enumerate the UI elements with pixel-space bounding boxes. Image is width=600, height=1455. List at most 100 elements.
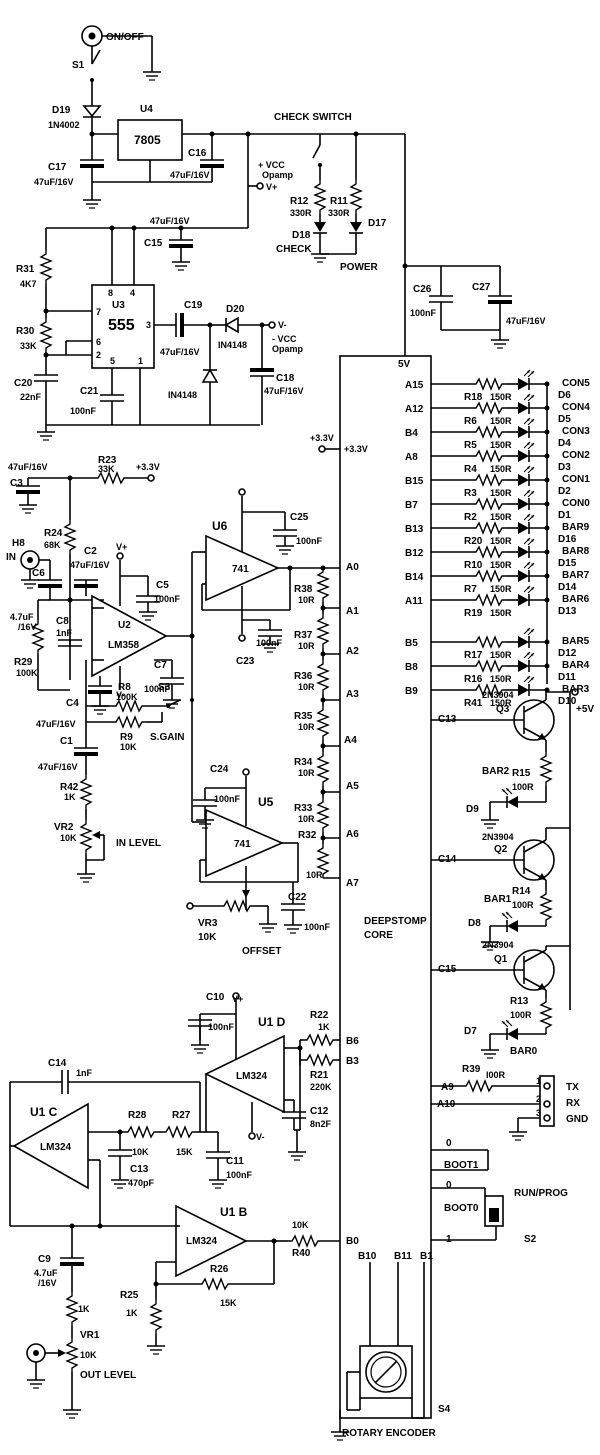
core-title-2: CORE [364,930,393,941]
led-diode-label: D15 [558,558,577,569]
s3-label: S3 [158,682,171,693]
led-resistor-value: 150R [490,698,512,708]
c27-value: 47uF/16V [506,316,546,326]
c19-label: C19 [184,300,203,311]
r30-value: 33K [20,341,37,351]
r33-label: R33 [294,803,313,814]
led-connector-label: CON1 [562,474,590,485]
c15-value: 47uF/16V [150,216,190,226]
d19-part: 1N4002 [48,120,80,130]
c13-label: C13 [130,1164,149,1175]
c21-value: 100nF [70,406,97,416]
gnd-label: GND [566,1114,588,1125]
c11-label: C11 [226,1156,244,1167]
c11-value: 100nF [226,1170,253,1180]
led-resistor-label: R10 [464,560,483,571]
led-resistor-value: 150R [490,464,512,474]
r35-value: 10R [298,722,315,732]
led-resistor-label: R17 [464,650,483,661]
led-pin-label: A15 [405,380,424,391]
pin-a1: A1 [346,606,359,617]
s2-label: S2 [524,1234,537,1245]
led-connector-label: CON0 [562,498,590,509]
led-resistor-value: 150R [490,512,512,522]
pin-a10: A10 [437,1099,456,1110]
c20-value: 22nF [20,392,42,402]
r14-value: 100R [512,900,534,910]
pin-3: 3 [146,320,151,330]
c18-value: 47uF/16V [264,386,304,396]
c9-value: 4.7uF [34,1268,58,1278]
led-resistor-value: 150R [490,536,512,546]
sgain-label: S.GAIN [150,732,184,743]
serial-boot-section [431,1075,555,1241]
d20-label: D20 [226,304,245,315]
pin-7: 7 [96,307,101,317]
led-resistor-value: 150R [490,674,512,684]
r33-value: 10R [298,814,315,824]
u2-label: U2 [118,620,131,631]
led-resistor-value: 150R [490,584,512,594]
led-diode-label: D6 [558,390,571,401]
r28-value: 10K [132,1147,149,1157]
led-resistor-label: R16 [464,674,483,685]
led-pin-label: B13 [405,524,424,535]
r35-label: R35 [294,711,313,722]
pin-b1: B1 [420,1251,433,1262]
c6-value: 4.7uF [10,612,34,622]
pin-b0: B0 [346,1236,359,1247]
vcc-minus-opamp: Opamp [272,344,304,354]
c16-value: 47uF/16V [170,170,210,180]
output-section [26,1204,340,1419]
led-diode-label: D10 [558,696,577,707]
pin-a9: A9 [441,1082,454,1093]
c14-pin-label: C14 [438,854,457,865]
c19-value: 47uF/16V [160,347,200,357]
deepstomp-core-board [339,355,432,1419]
q2-label: Q2 [494,844,508,855]
d9-label: D9 [466,804,479,815]
pin-1: 1 [138,356,143,366]
u1c-part: LM324 [40,1142,72,1153]
header-pin-1: 1 [536,1076,541,1086]
r23-label: R23 [98,455,117,466]
led-resistor-label: R41 [464,698,483,709]
r8-label: R8 [118,682,131,693]
pin-b10: B10 [358,1251,377,1262]
u3-label: U3 [112,300,125,311]
c17-value: 47uF/16V [34,177,74,187]
r42-label: R42 [60,782,79,793]
led-diode-label: D12 [558,648,577,659]
c4-label: C4 [66,698,79,709]
v33-core-inner: +3.3V [344,444,368,454]
boot1-zero: 0 [446,1138,452,1149]
led-connector-label: BAR9 [562,522,590,533]
opamp-u1d [204,1034,285,1114]
s1-label: S1 [72,60,85,71]
labels: S1 ON/OFF D19 1N4002 U4 7805 C17 47uF/16… [6,32,594,1439]
led-resistor-value: 150R [490,488,512,498]
led-connector-label: CON5 [562,378,590,389]
c12-value: 8n2F [310,1119,332,1129]
boot0-zero: 0 [446,1180,452,1191]
bar2-label: BAR2 [482,766,510,777]
vplus-label: V+ [266,182,277,192]
r23-value: 33K [98,464,115,474]
c1-value: 47uF/16V [38,762,78,772]
power-label: POWER [340,262,379,273]
r26-value: 15K [220,1298,237,1308]
c1-label: C1 [60,736,73,747]
opamp-u2 [91,594,168,678]
vr2-value: 10K [60,833,77,843]
bar-driver-section [431,384,579,1059]
r9-value: 10K [120,742,137,752]
u1d-label: U1 D [258,1015,286,1029]
led-connector-label: CON2 [562,450,590,461]
u6-part: 741 [232,564,249,575]
rotary-encoder-label: ROTARY ENCODER [342,1428,436,1439]
